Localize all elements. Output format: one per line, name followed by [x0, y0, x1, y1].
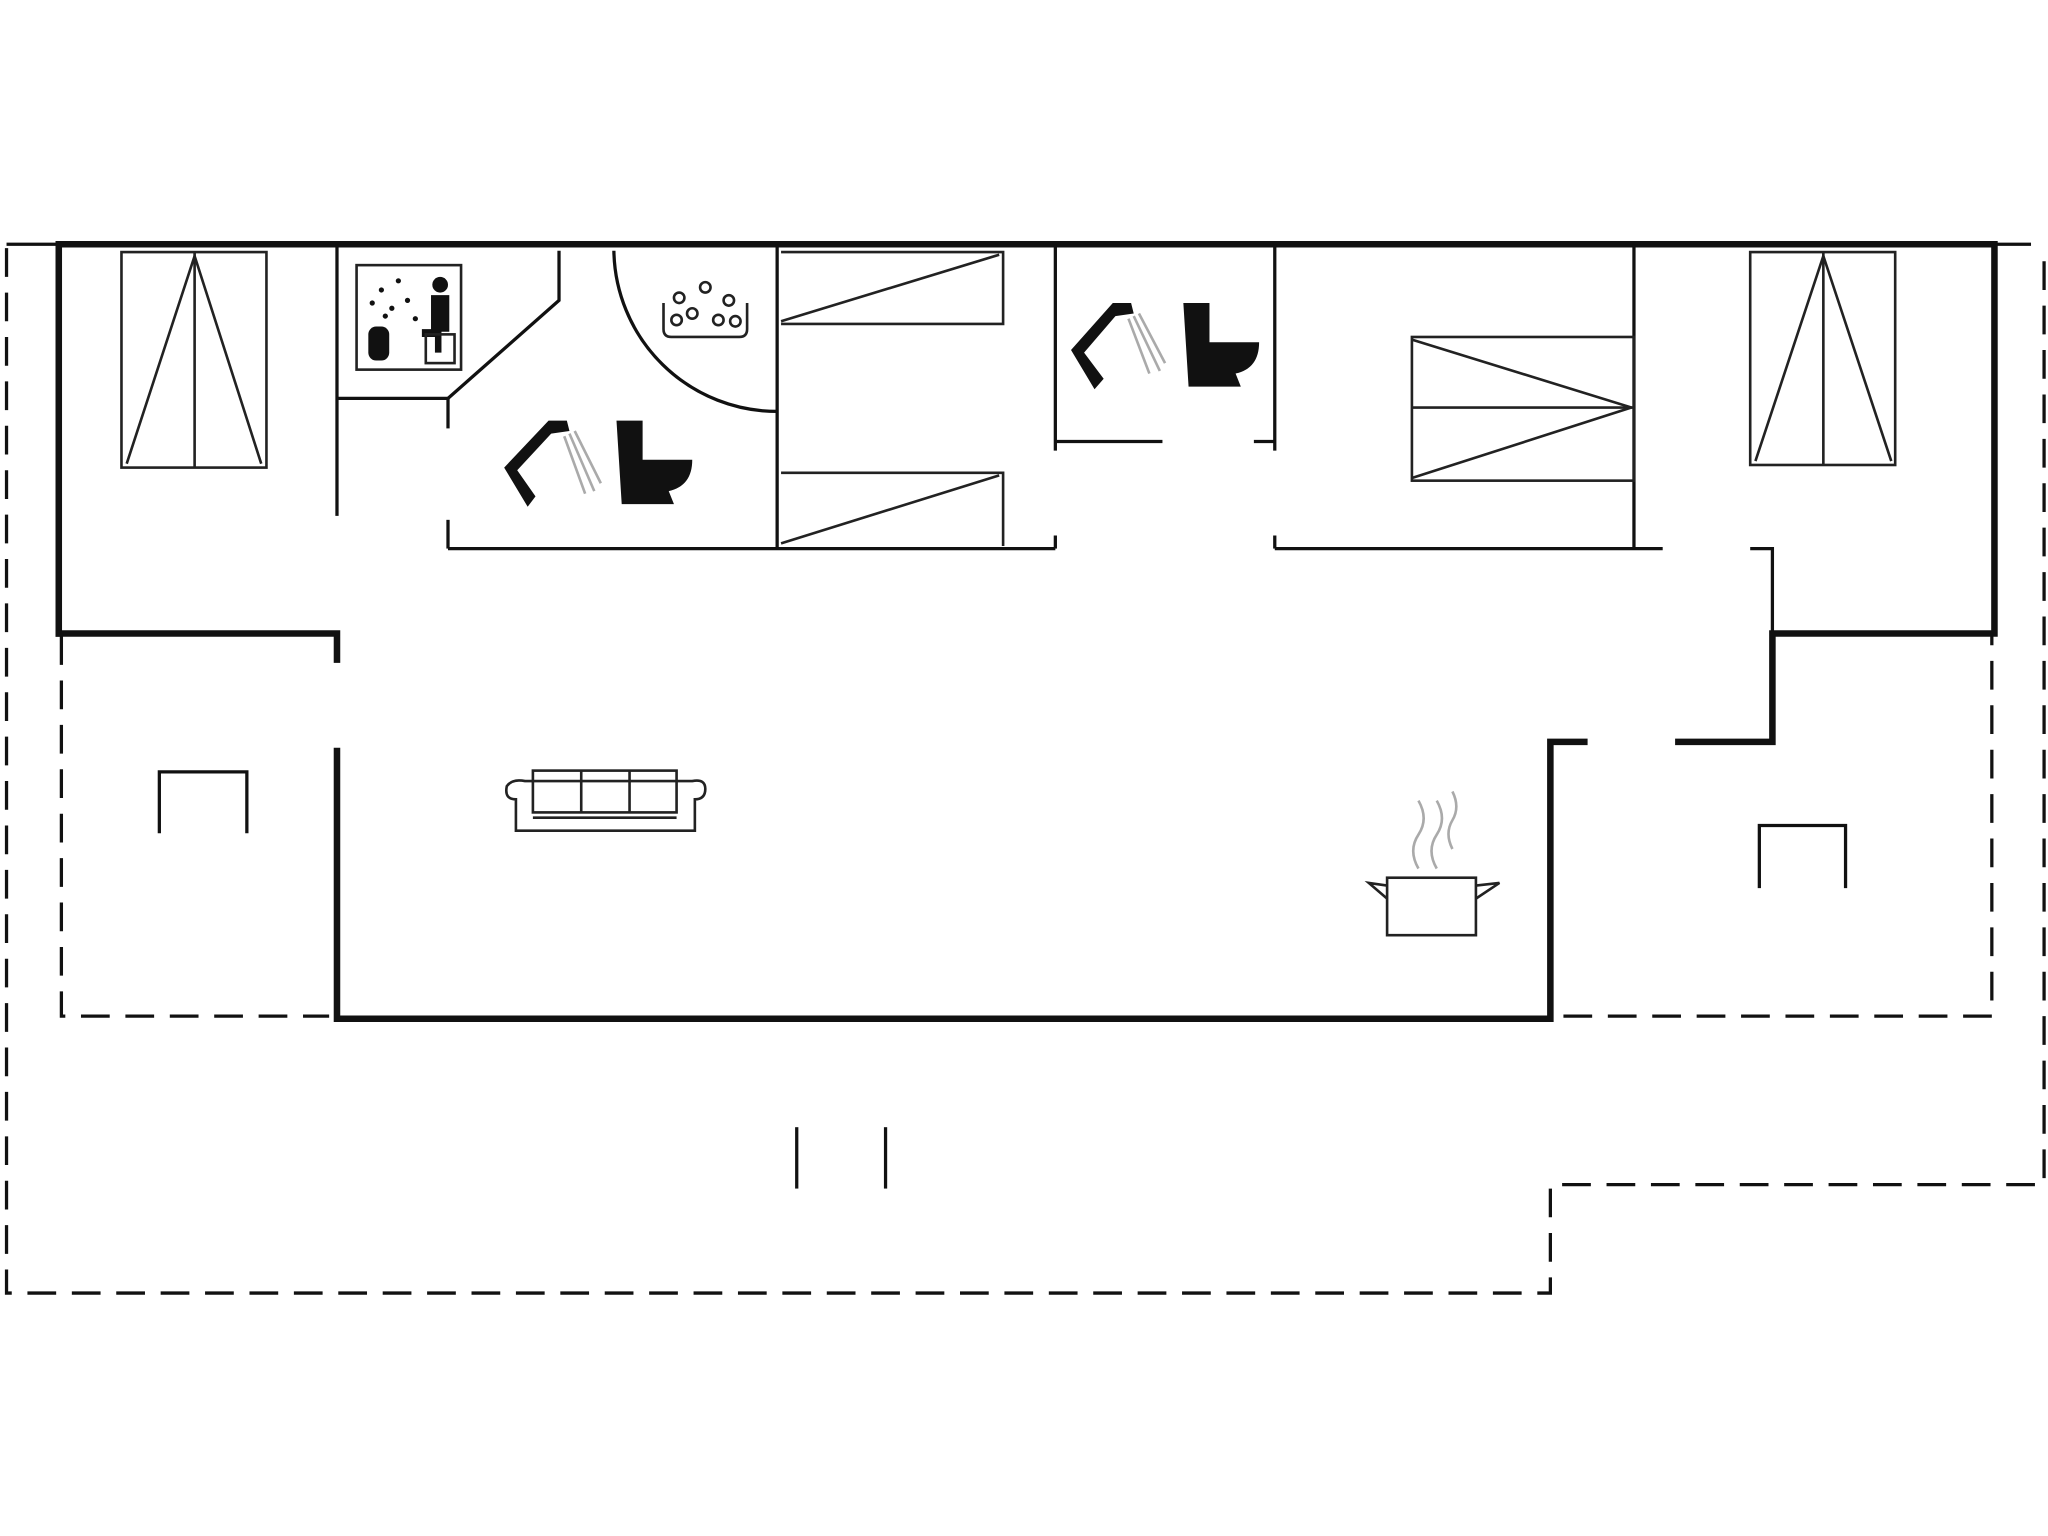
sofa-icon [505, 769, 707, 832]
terrace-outline [4, 242, 2046, 1295]
door-swing-arc [612, 250, 778, 414]
table-icon [1757, 823, 1848, 889]
wardrobe-icon [1748, 250, 1897, 467]
bed-icon [780, 471, 1005, 546]
bed-icon [1410, 335, 1636, 482]
wardrobe-icon [120, 250, 268, 469]
cooking-pot-icon [1364, 790, 1501, 937]
shower-icon [504, 420, 602, 507]
toilet-icon [1183, 303, 1260, 387]
sauna-icon [355, 263, 463, 371]
exterior-walls [55, 240, 1998, 1023]
shower-icon [1071, 303, 1167, 390]
bed-icon [780, 250, 1005, 326]
interior-walls [335, 244, 1775, 634]
toilet-icon [616, 420, 693, 505]
spa-bath-icon [662, 280, 749, 339]
table-icon [157, 770, 249, 834]
